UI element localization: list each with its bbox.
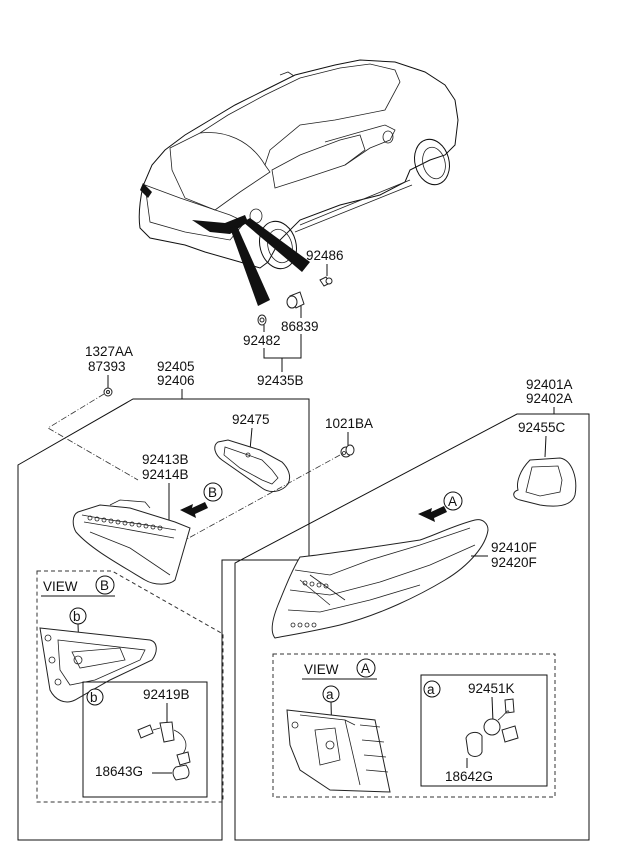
svg-text:A: A	[448, 494, 457, 509]
svg-text:1021BA: 1021BA	[325, 416, 373, 431]
view-b-arrow: B	[180, 482, 223, 518]
svg-text:92435B: 92435B	[257, 373, 304, 388]
svg-text:92406: 92406	[157, 373, 195, 388]
part-92435B-bracket[interactable]: 92435B	[257, 334, 304, 388]
led-row-outer	[290, 580, 329, 628]
svg-text:92451K: 92451K	[468, 681, 515, 696]
svg-text:92482: 92482	[243, 333, 281, 348]
svg-text:92402A: 92402A	[526, 391, 573, 406]
svg-text:86839: 86839	[281, 319, 319, 334]
part-92486[interactable]: 92486	[306, 248, 344, 287]
part-92410F-92420F[interactable]: 92410F 92420F	[271, 519, 537, 639]
svg-text:a: a	[427, 682, 435, 697]
svg-text:1327AA: 1327AA	[85, 344, 133, 359]
part-92482[interactable]: 92482	[243, 314, 281, 348]
group-92405-92406[interactable]: 92405 92406	[17, 359, 310, 841]
svg-text:VIEW: VIEW	[304, 662, 339, 677]
svg-text:92475: 92475	[232, 412, 270, 427]
svg-text:92413B: 92413B	[142, 452, 189, 467]
svg-text:92414B: 92414B	[142, 467, 189, 482]
svg-text:b: b	[73, 609, 81, 624]
view-a-arrow: A	[418, 491, 463, 522]
part-92455C[interactable]: 92455C	[513, 420, 577, 507]
svg-text:18642G: 18642G	[445, 769, 493, 784]
svg-text:B: B	[100, 578, 109, 593]
leader-chain-87393	[47, 393, 139, 481]
svg-text:a: a	[326, 687, 334, 702]
svg-text:92419B: 92419B	[143, 687, 190, 702]
svg-text:92410F: 92410F	[491, 540, 537, 555]
svg-text:92455C: 92455C	[518, 420, 566, 435]
part-1327AA-87393[interactable]: 1327AA 87393	[85, 344, 133, 397]
part-1021BA[interactable]: 1021BA	[325, 416, 373, 458]
view-b-panel[interactable]: VIEW B b b 92419B 18643G	[36, 570, 224, 803]
part-92475[interactable]: 92475	[214, 412, 291, 492]
svg-text:92420F: 92420F	[491, 555, 537, 570]
part-86839[interactable]: 86839	[281, 291, 319, 334]
svg-text:92486: 92486	[306, 248, 344, 263]
car-illustration	[138, 59, 459, 306]
view-a-panel[interactable]: VIEW A a a 92451K 18642G	[272, 653, 556, 798]
svg-text:18643G: 18643G	[95, 764, 143, 779]
svg-text:B: B	[208, 485, 217, 500]
svg-text:VIEW: VIEW	[43, 579, 78, 594]
svg-text:92401A: 92401A	[526, 377, 573, 392]
svg-text:A: A	[361, 661, 370, 676]
svg-text:92405: 92405	[157, 359, 195, 374]
part-92413B-92414B[interactable]: 92413B 92414B	[72, 452, 191, 585]
svg-text:b: b	[90, 690, 98, 705]
leader-chain-1021BA	[184, 454, 341, 541]
led-row	[87, 515, 163, 531]
group-92401A-92402A[interactable]: 92401A 92402A	[234, 377, 590, 841]
svg-text:87393: 87393	[88, 359, 126, 374]
